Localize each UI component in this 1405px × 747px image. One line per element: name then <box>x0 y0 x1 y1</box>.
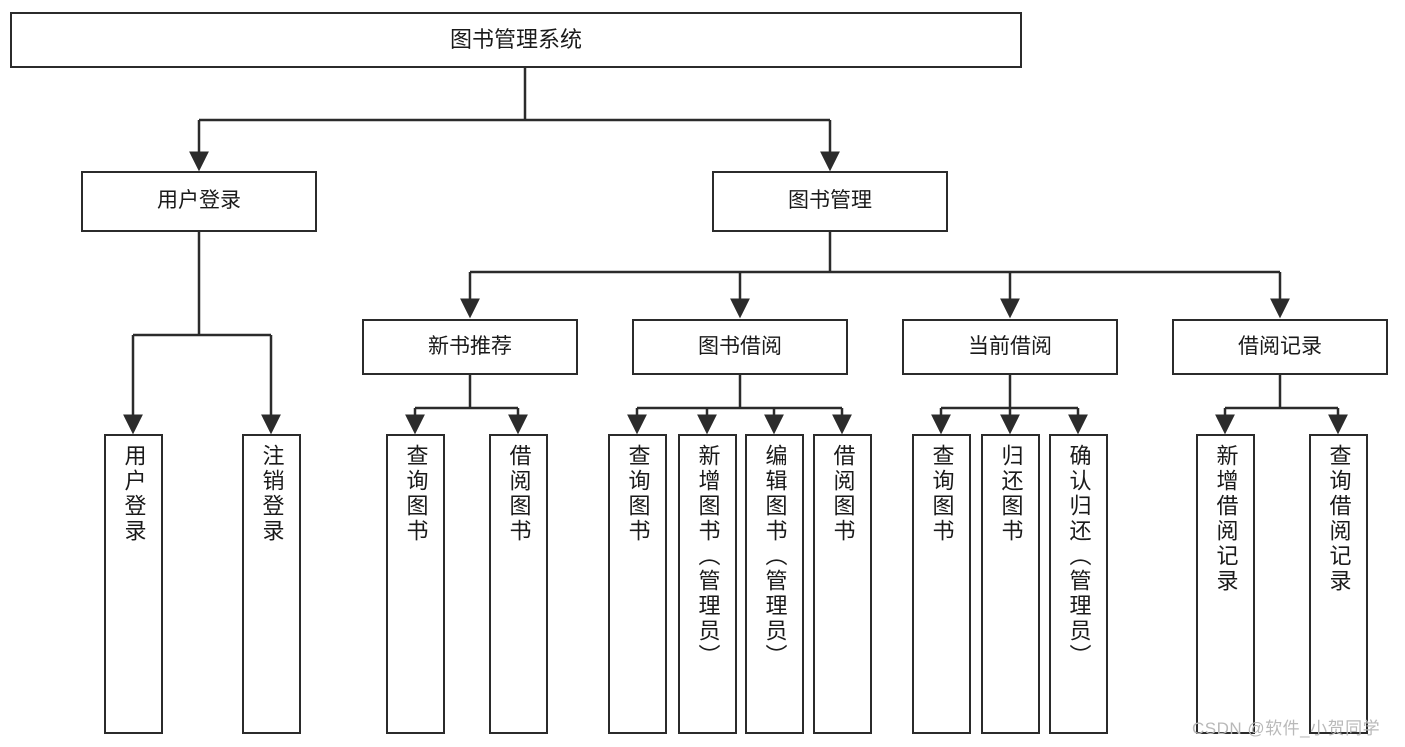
node-label: 新增借阅记录 <box>1213 444 1239 594</box>
node-label: 图书管理系统 <box>449 27 582 53</box>
node-label: 查询借阅记录 <box>1326 444 1352 594</box>
leaf-new-book-borrow[interactable]: 借阅图书 <box>489 434 548 734</box>
leaf-new-book-query[interactable]: 查询图书 <box>386 434 445 734</box>
leaf-current-borrow-query[interactable]: 查询图书 <box>912 434 971 734</box>
node-label: 注销登录 <box>259 444 285 544</box>
node-label: 用户登录 <box>121 444 147 544</box>
node-root-system[interactable]: 图书管理系统 <box>10 12 1022 68</box>
leaf-borrow-record-add[interactable]: 新增借阅记录 <box>1196 434 1255 734</box>
leaf-book-borrow-borrow[interactable]: 借阅图书 <box>813 434 872 734</box>
leaf-current-borrow-return[interactable]: 归还图书 <box>981 434 1040 734</box>
node-label: 新增图书（管理员） <box>695 444 721 669</box>
node-user-login[interactable]: 用户登录 <box>81 171 317 232</box>
node-label: 图书借阅 <box>698 334 782 358</box>
node-current-borrow[interactable]: 当前借阅 <box>902 319 1118 375</box>
node-label: 查询图书 <box>929 444 955 544</box>
node-label: 归还图书 <box>998 444 1024 544</box>
node-label: 用户登录 <box>157 189 241 213</box>
node-label: 借阅图书 <box>830 444 856 544</box>
node-book-management[interactable]: 图书管理 <box>712 171 948 232</box>
node-label: 借阅图书 <box>506 444 532 544</box>
node-label: 当前借阅 <box>968 334 1052 358</box>
csdn-watermark: CSDN @软件_小贺同学 <box>1192 719 1381 738</box>
node-label: 新书推荐 <box>428 334 512 358</box>
node-label: 确认归还（管理员） <box>1066 444 1092 669</box>
leaf-book-borrow-query[interactable]: 查询图书 <box>608 434 667 734</box>
node-label: 借阅记录 <box>1238 334 1322 358</box>
leaf-borrow-record-query[interactable]: 查询借阅记录 <box>1309 434 1368 734</box>
leaf-user-login-logout[interactable]: 注销登录 <box>242 434 301 734</box>
leaf-book-borrow-edit[interactable]: 编辑图书（管理员） <box>745 434 804 734</box>
node-new-book-recommend[interactable]: 新书推荐 <box>362 319 578 375</box>
leaf-user-login-login[interactable]: 用户登录 <box>104 434 163 734</box>
leaf-book-borrow-add[interactable]: 新增图书（管理员） <box>678 434 737 734</box>
node-label: 图书管理 <box>788 189 872 213</box>
node-borrow-record[interactable]: 借阅记录 <box>1172 319 1388 375</box>
node-label: 编辑图书（管理员） <box>762 444 788 669</box>
node-label: 查询图书 <box>403 444 429 544</box>
node-label: 查询图书 <box>625 444 651 544</box>
node-book-borrow[interactable]: 图书借阅 <box>632 319 848 375</box>
leaf-current-borrow-confirm-return[interactable]: 确认归还（管理员） <box>1049 434 1108 734</box>
